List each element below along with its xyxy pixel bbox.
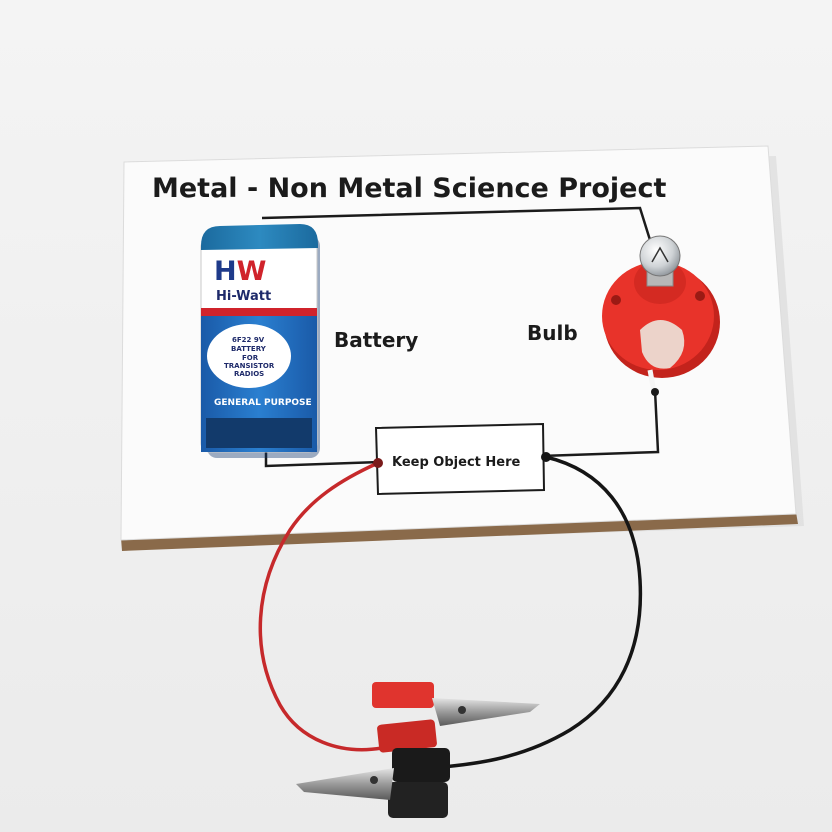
red-wire [258,458,384,752]
battery-spec-3: FOR [242,354,259,362]
battery-spec-1: 6F22 9V [232,336,265,344]
battery: HW Hi-Watt 6F22 9V BATTERY FOR TRANSISTO… [200,224,320,458]
battery-spec-4: TRANSISTOR [224,362,275,370]
battery-brand-name: Hi-Watt [216,289,271,304]
board-title: Metal - Non Metal Science Project [152,173,666,204]
battery-spec-2: BATTERY [231,345,267,353]
board-edge [121,512,798,551]
black-wire [428,452,643,770]
red-alligator-clip [372,682,540,753]
bulb-label: Bulb [527,321,578,345]
battery-footer: GENERAL PURPOSE [214,398,312,408]
black-alligator-clip [296,748,450,818]
bulb [639,235,681,287]
battery-spec-5: RADIOS [234,370,264,378]
battery-label: Battery [334,328,418,352]
object-box: Keep Object Here [374,422,546,496]
battery-brand-logo: HW [214,256,266,287]
circuit-drawing [261,206,660,468]
object-box-label: Keep Object Here [392,455,520,470]
